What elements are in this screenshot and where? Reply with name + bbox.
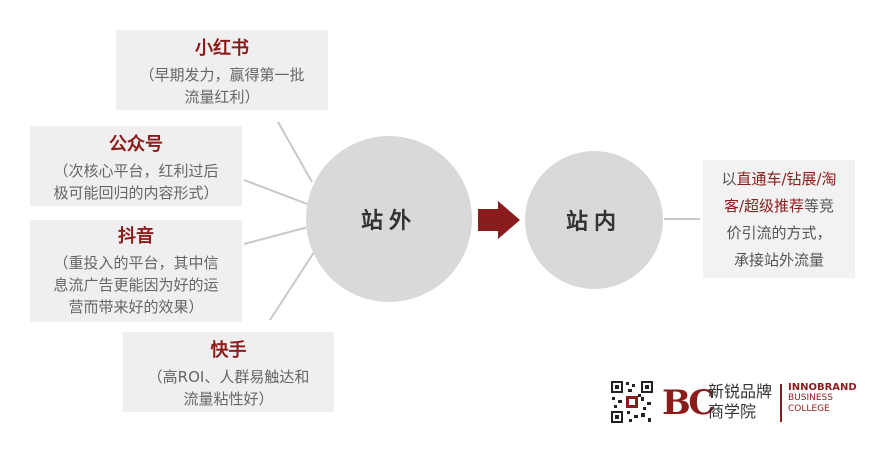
- arrow-right-icon: [478, 201, 520, 239]
- circle-outer: 站外: [306, 136, 472, 302]
- qr-code-icon: [610, 380, 654, 424]
- right-desc-highlight: 直通车/钻展/淘: [736, 170, 837, 188]
- right-desc-line1: 以直通车/钻展/淘: [703, 166, 855, 193]
- connector-douyin: [243, 225, 313, 245]
- box-kuaishou: 快手 （高ROI、人群易触达和 流量粘性好）: [123, 332, 334, 412]
- logo-en-line2: BUSINESS: [788, 393, 833, 403]
- logo-cn-line2: 商学院: [708, 402, 757, 421]
- right-desc-line3: 价引流的方式，: [726, 224, 832, 242]
- box-title: 抖音: [118, 226, 154, 247]
- circle-outer-label: 站外: [360, 209, 417, 234]
- logo-divider: [780, 384, 782, 422]
- logo-mark: BC: [662, 383, 715, 423]
- right-desc-line2: 客/超级推荐等竞: [703, 193, 855, 220]
- connector-kuaishou: [269, 245, 319, 321]
- circle-inner-label: 站内: [565, 210, 622, 235]
- right-description: 以直通车/钻展/淘 客/超级推荐等竞 价引流的方式， 承接站外流量: [703, 160, 855, 278]
- box-desc: （重投入的平台，其中信 息流广告更能因为好的运 营而带来好的效果）: [53, 254, 219, 316]
- right-desc-plain: 等竞: [804, 197, 835, 215]
- right-desc-plain: 以: [721, 170, 737, 188]
- box-title: 小红书: [195, 38, 249, 59]
- box-desc: （早期发力，赢得第一批 流量红利）: [139, 66, 305, 106]
- box-gongzhonghao: 公众号 （次核心平台，红利过后 极可能回归的内容形式）: [30, 126, 242, 206]
- connector-gongzhonghao: [243, 179, 311, 206]
- logo-cn-line1: 新锐品牌: [708, 382, 773, 401]
- connector-xiaohongshu: [277, 121, 313, 183]
- box-xiaohongshu: 小红书 （早期发力，赢得第一批 流量红利）: [116, 30, 328, 110]
- box-desc: （高ROI、人群易触达和 流量粘性好）: [147, 368, 310, 408]
- logo-english-name: INNOBRAND BUSINESS COLLEGE: [788, 382, 857, 415]
- logo-en-line3: COLLEGE: [788, 404, 830, 414]
- box-title: 公众号: [109, 134, 163, 155]
- box-douyin: 抖音 （重投入的平台，其中信 息流广告更能因为好的运 营而带来好的效果）: [30, 220, 242, 322]
- box-desc: （次核心平台，红利过后 极可能回归的内容形式）: [53, 162, 219, 202]
- circle-inner: 站内: [525, 151, 663, 289]
- box-title: 快手: [210, 340, 247, 361]
- logo-chinese-name: 新锐品牌 商学院: [708, 382, 780, 422]
- logo-en-line1: INNOBRAND: [788, 382, 857, 393]
- right-desc-line4: 承接站外流量: [733, 251, 824, 269]
- right-desc-highlight: 客/超级推荐: [723, 197, 805, 215]
